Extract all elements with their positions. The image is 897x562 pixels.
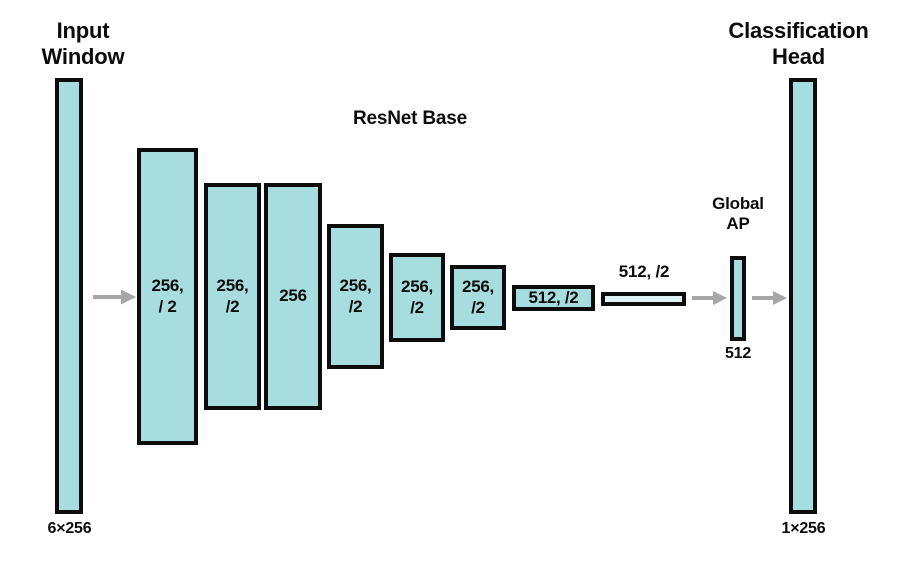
classification-head-title: Classification Head — [728, 18, 869, 69]
resnet-block-8-label: 512, /2 — [618, 262, 670, 281]
global-ap-bar — [730, 256, 746, 341]
input-window-bar — [55, 78, 83, 514]
resnet-block-2: 256, /2 — [204, 183, 261, 410]
resnet-block-6: 256, /2 — [450, 265, 506, 330]
resnet-block-4: 256, /2 — [327, 224, 384, 369]
resnet-block-5-label: 256, /2 — [401, 277, 433, 317]
global-ap-title: Global AP — [712, 194, 764, 234]
resnet-base-title: ResNet Base — [353, 108, 467, 129]
resnet-block-5: 256, /2 — [389, 253, 445, 342]
resnet-block-8 — [601, 292, 686, 306]
arrow-base-to-pool — [692, 289, 728, 307]
resnet-block-3: 256 — [264, 183, 322, 410]
classification-head-bar — [789, 78, 817, 514]
resnet-block-3-label: 256 — [279, 286, 307, 306]
input-window-title: Input Window — [41, 18, 125, 69]
resnet-block-7-label: 512, /2 — [528, 287, 579, 307]
resnet-block-4-label: 256, /2 — [339, 276, 372, 316]
resnet-block-1: 256, / 2 — [137, 148, 198, 445]
input-window-dim-label: 6×256 — [47, 520, 92, 537]
classification-head-dim-label: 1×256 — [781, 520, 826, 537]
arrow-pool-to-head — [752, 289, 788, 307]
resnet-block-6-label: 256, /2 — [462, 277, 494, 317]
resnet-block-2-label: 256, /2 — [216, 276, 249, 316]
global-ap-dim-label: 512 — [724, 345, 752, 362]
resnet-block-1-label: 256, / 2 — [151, 276, 184, 316]
arrow-input-to-base — [93, 288, 137, 306]
resnet-block-7: 512, /2 — [512, 285, 595, 311]
